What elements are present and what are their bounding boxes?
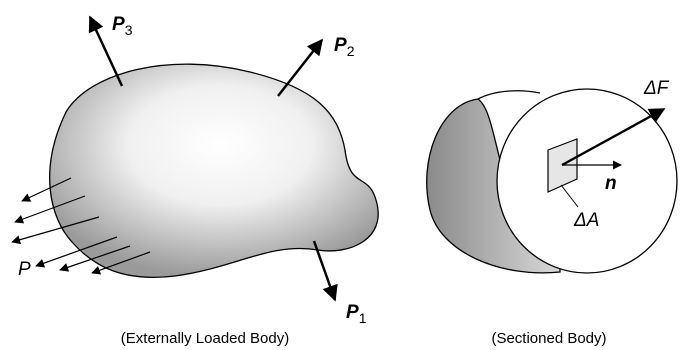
force-increment-label: ΔF	[643, 78, 670, 99]
force-increment-arrow	[561, 107, 666, 167]
force-p3-arrow	[88, 15, 124, 87]
force-p2-label: P2	[334, 35, 355, 59]
force-p1-label: P1	[346, 302, 367, 326]
area-leader-line	[560, 184, 579, 208]
distributed-load-label: P	[18, 259, 31, 280]
area-increment-label: ΔA	[573, 210, 599, 231]
loaded-body-shape	[49, 63, 379, 278]
externally-loaded-caption: (Externally Loaded Body)	[121, 330, 289, 347]
sectioned-body-caption: (Sectioned Body)	[491, 330, 606, 347]
distributed-load-arrows	[11, 177, 151, 275]
sectioned-body-top-edge	[477, 90, 541, 100]
externally-loaded-body-panel: P3 P2 P1 P (Externally Loaded Body)	[11, 14, 379, 347]
sectioned-body-exterior	[426, 98, 561, 274]
force-p3-label: P3	[112, 14, 133, 38]
force-p2-arrow	[277, 38, 323, 97]
normal-vector-label: n	[605, 173, 617, 194]
force-p1-arrow	[312, 240, 338, 302]
sectioned-body-panel: ΔF n ΔA (Sectioned Body)	[426, 78, 678, 347]
section-cut-face	[496, 88, 678, 274]
